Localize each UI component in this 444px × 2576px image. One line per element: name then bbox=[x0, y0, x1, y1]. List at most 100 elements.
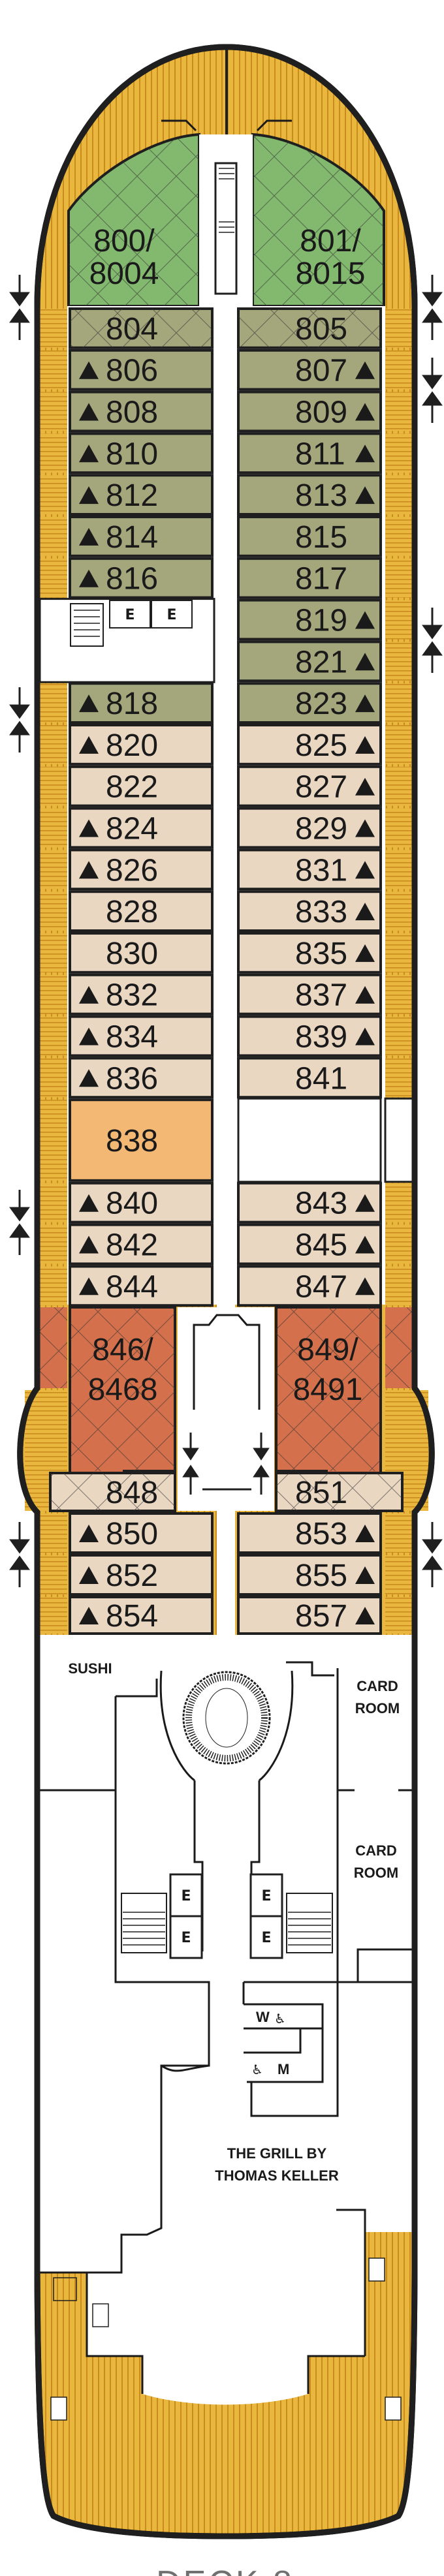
cabin-845[interactable] bbox=[237, 1223, 382, 1265]
cabin-806[interactable] bbox=[69, 349, 214, 391]
cabin-number: 840 bbox=[106, 1187, 158, 1221]
balcony-triangle-icon bbox=[355, 736, 375, 754]
cabin-824[interactable] bbox=[69, 807, 214, 849]
cabin-854[interactable] bbox=[69, 1596, 214, 1635]
venue-card-room-2-line2: ROOM bbox=[354, 1865, 398, 1881]
balcony-838 bbox=[40, 1100, 67, 1181]
cabin-820[interactable] bbox=[69, 724, 214, 766]
cabin-812[interactable] bbox=[69, 474, 214, 516]
cabin-825[interactable] bbox=[237, 724, 382, 766]
balcony-triangle-icon bbox=[355, 1607, 375, 1624]
cabin-number: 817 bbox=[295, 562, 347, 597]
deck-label: DECK 8 bbox=[156, 2564, 294, 2576]
cabin-834[interactable] bbox=[69, 1015, 214, 1057]
elevator bbox=[109, 600, 151, 628]
cabin-839[interactable] bbox=[237, 1015, 382, 1057]
balcony-816 bbox=[40, 558, 67, 598]
cabin-807[interactable] bbox=[237, 349, 382, 391]
connecting-arrows-icon bbox=[9, 275, 30, 340]
cabin-number: 815 bbox=[295, 520, 347, 555]
cabin-815[interactable] bbox=[237, 516, 382, 557]
cabin-816[interactable] bbox=[69, 557, 214, 599]
cabin-number: 841 bbox=[295, 1061, 347, 1096]
cabin-857[interactable] bbox=[237, 1596, 382, 1635]
balcony-815 bbox=[385, 517, 413, 556]
cabin-823[interactable] bbox=[237, 682, 382, 724]
connecting-arrows-icon bbox=[422, 358, 443, 423]
cabin-827[interactable] bbox=[237, 765, 382, 807]
cabin-811[interactable] bbox=[237, 432, 382, 474]
service-area: E E bbox=[70, 600, 193, 647]
cabin-829[interactable] bbox=[237, 807, 382, 849]
cabin-818[interactable] bbox=[69, 682, 214, 724]
cabin-835[interactable] bbox=[237, 932, 382, 974]
elevator bbox=[169, 1873, 203, 1917]
elevator-label: E bbox=[166, 607, 176, 623]
balcony-811 bbox=[385, 433, 413, 473]
balcony-triangle-icon bbox=[79, 1235, 99, 1254]
cabin-838[interactable] bbox=[69, 1098, 214, 1182]
cabin-831[interactable] bbox=[237, 848, 382, 891]
cabin-number: 830 bbox=[106, 937, 158, 971]
cabin-number: 819 bbox=[295, 604, 347, 638]
cabin-822[interactable] bbox=[69, 765, 214, 807]
cabin-828[interactable] bbox=[69, 890, 214, 932]
spiral-staircase bbox=[182, 1671, 271, 1765]
balcony-triangle-icon bbox=[79, 527, 99, 546]
cabin-813[interactable] bbox=[237, 474, 382, 516]
cabin-836[interactable] bbox=[69, 1057, 214, 1099]
cabin-819[interactable] bbox=[237, 598, 382, 641]
cabin-number: 806 bbox=[106, 354, 158, 388]
public-area bbox=[40, 1635, 412, 2405]
balcony-triangle-icon bbox=[355, 903, 375, 921]
cabin-number: 842 bbox=[106, 1228, 158, 1263]
cabin-833[interactable] bbox=[237, 890, 382, 932]
cabin-837[interactable] bbox=[237, 973, 382, 1016]
cabin-847[interactable] bbox=[237, 1265, 382, 1307]
cabin-850[interactable] bbox=[69, 1512, 214, 1554]
cabin-809[interactable] bbox=[237, 390, 382, 433]
balcony-832 bbox=[40, 974, 67, 1014]
cabin-number: 837 bbox=[295, 978, 347, 1013]
cabin-842[interactable] bbox=[69, 1223, 214, 1265]
cabin-840[interactable] bbox=[69, 1181, 214, 1224]
elevator bbox=[151, 600, 193, 628]
balcony-810 bbox=[40, 433, 67, 473]
cabin-number: 821 bbox=[295, 645, 347, 679]
cabin-number: 839 bbox=[295, 1020, 347, 1055]
empty-space bbox=[237, 1097, 382, 1183]
balcony-840 bbox=[40, 1183, 67, 1222]
balcony-triangle-icon bbox=[79, 1525, 99, 1542]
cabin-843[interactable] bbox=[237, 1181, 382, 1224]
cabin-844[interactable] bbox=[69, 1265, 214, 1307]
balcony-842 bbox=[40, 1224, 67, 1264]
balcony-triangle-icon bbox=[355, 1277, 375, 1296]
balcony-triangle-icon bbox=[355, 1027, 375, 1046]
cabin-814[interactable] bbox=[69, 516, 214, 557]
cabin-808[interactable] bbox=[69, 390, 214, 433]
cabin-number: 808 bbox=[106, 396, 158, 430]
balcony-835 bbox=[385, 933, 413, 972]
venue-card-room-2-line1: CARD bbox=[355, 1842, 397, 1859]
cabin-number: 835 bbox=[295, 937, 347, 971]
cabin-832[interactable] bbox=[69, 973, 214, 1016]
venue-card-room-1-line2: ROOM bbox=[355, 1700, 400, 1716]
balcony-824 bbox=[40, 808, 67, 848]
cabin-821[interactable] bbox=[237, 640, 382, 683]
cabin-number: 851 bbox=[295, 1476, 347, 1510]
cabin-number: 853 bbox=[295, 1517, 347, 1551]
restroom-men-label: M bbox=[278, 2061, 289, 2077]
balcony-804 bbox=[40, 309, 67, 348]
cabin-number: 854 bbox=[106, 1599, 158, 1634]
cabin-810[interactable] bbox=[69, 432, 214, 474]
cabin-830[interactable] bbox=[69, 932, 214, 974]
cabin-826[interactable] bbox=[69, 848, 214, 891]
cabin-852[interactable] bbox=[69, 1554, 214, 1596]
cabin-853[interactable] bbox=[237, 1512, 382, 1554]
cabin-855[interactable] bbox=[237, 1554, 382, 1596]
cabin-841[interactable] bbox=[237, 1057, 382, 1099]
elevator-label: E bbox=[181, 1930, 191, 1946]
cabin-number: 805 bbox=[295, 312, 347, 347]
cabin-817[interactable] bbox=[237, 557, 382, 599]
elevator bbox=[249, 1915, 283, 1959]
